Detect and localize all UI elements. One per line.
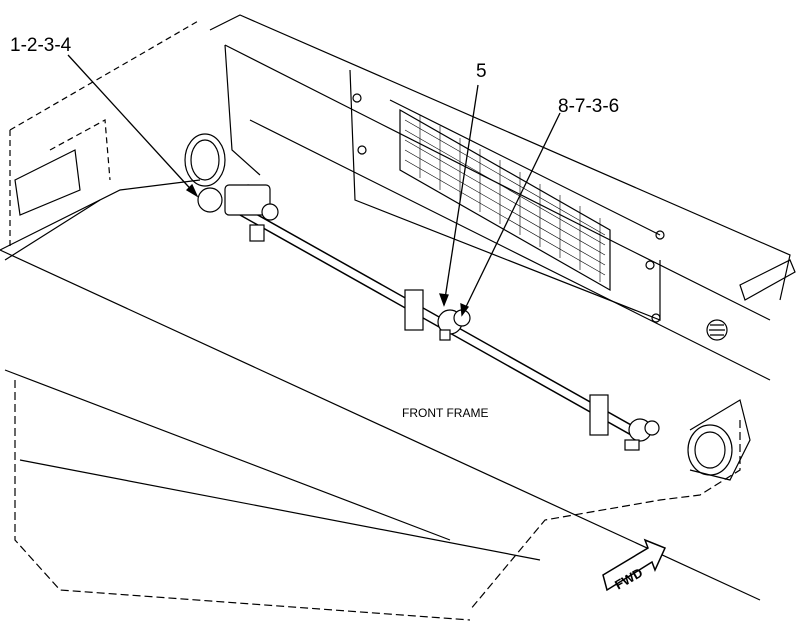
housing-front-edge: [224, 44, 771, 321]
mesh-screen: [399, 108, 611, 292]
inner-panel-top: [389, 99, 661, 236]
leader-right: [461, 112, 561, 316]
callout-middle: 5: [476, 61, 487, 82]
housing-left-plate: [224, 44, 261, 176]
callout-left: 1-2-3-4: [10, 35, 72, 56]
left-fitting: [197, 184, 279, 242]
mesh-pattern: [404, 115, 606, 282]
right-fitting: [624, 418, 660, 451]
clamp-brackets: [404, 289, 609, 436]
inner-panel: [349, 69, 661, 321]
middle-fitting: [437, 309, 471, 341]
vent: [706, 319, 728, 341]
leader-middle: [443, 84, 479, 306]
callout-right: 8-7-3-6: [558, 96, 620, 117]
projecting-bar: [739, 259, 796, 301]
fwd-arrow: FWD: [602, 538, 667, 593]
left-frame: [9, 19, 201, 250]
housing-lower-edge: [249, 119, 771, 381]
front-frame-outline: [0, 179, 201, 251]
front-frame-label: FRONT FRAME: [402, 406, 489, 420]
leader-left: [67, 54, 198, 197]
left-lug-hole: [184, 133, 226, 187]
